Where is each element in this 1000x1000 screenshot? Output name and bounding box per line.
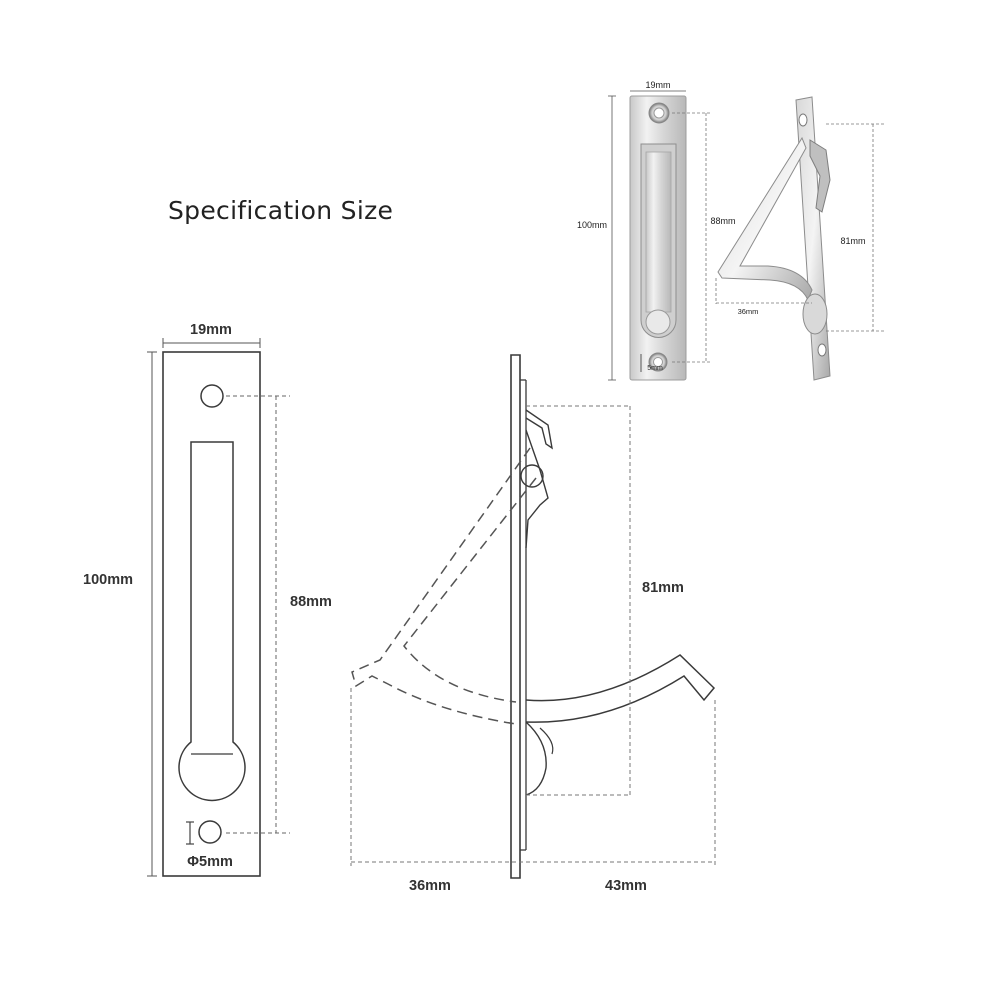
photo-side-spring (809, 139, 831, 213)
photo-side-bowl (802, 293, 828, 335)
photo-height-label: 100mm (577, 220, 607, 230)
side-height-label: 81mm (642, 580, 684, 596)
front-plate-outline (162, 351, 261, 877)
front-hole-span-label: 88mm (290, 594, 332, 610)
bottom-screw-hole (198, 820, 222, 844)
pull-recess-outline (178, 441, 246, 802)
lever-open (525, 654, 716, 723)
photo-front: 19mm 100mm 88mm 5mm (577, 80, 736, 381)
front-view: 19mm 100mm 88mm Φ5mm (83, 322, 332, 877)
pivot-pin (520, 464, 544, 488)
side-right-label: 43mm (605, 878, 647, 894)
side-left-label: 36mm (409, 878, 451, 894)
photo-side-lever (717, 136, 813, 302)
recess-bulge (525, 721, 547, 796)
front-width-label: 19mm (190, 322, 232, 338)
page-title: Specification Size (168, 196, 394, 225)
photo-top-hole (653, 107, 665, 119)
front-hole-dia-label: Φ5mm (187, 854, 233, 870)
photo-width-label: 19mm (645, 80, 670, 90)
photo-side-left-label: 36mm (738, 307, 759, 316)
photo-side: 81mm 36mm (715, 96, 886, 381)
photo-side-bottom-hole (817, 343, 827, 357)
spring-clip (525, 409, 553, 450)
photo-lever-face (645, 151, 672, 313)
side-plate (510, 354, 521, 879)
photo-recess-bowl (645, 309, 671, 335)
lever-folded-inner (403, 477, 537, 703)
photo-bottom-hole (653, 357, 663, 367)
side-view: 81mm 36mm 43mm (350, 354, 716, 894)
top-screw-hole (200, 384, 224, 408)
spring-arm (525, 429, 549, 549)
photo-span-label: 88mm (710, 216, 735, 226)
photo-side-height-label: 81mm (840, 236, 865, 246)
front-height-label: 100mm (83, 572, 133, 588)
lever-folded-outer (351, 447, 531, 725)
photo-side-top-hole (798, 113, 808, 127)
lever-hinge (539, 727, 554, 755)
photo-hole-dia-label: 5mm (647, 365, 663, 372)
